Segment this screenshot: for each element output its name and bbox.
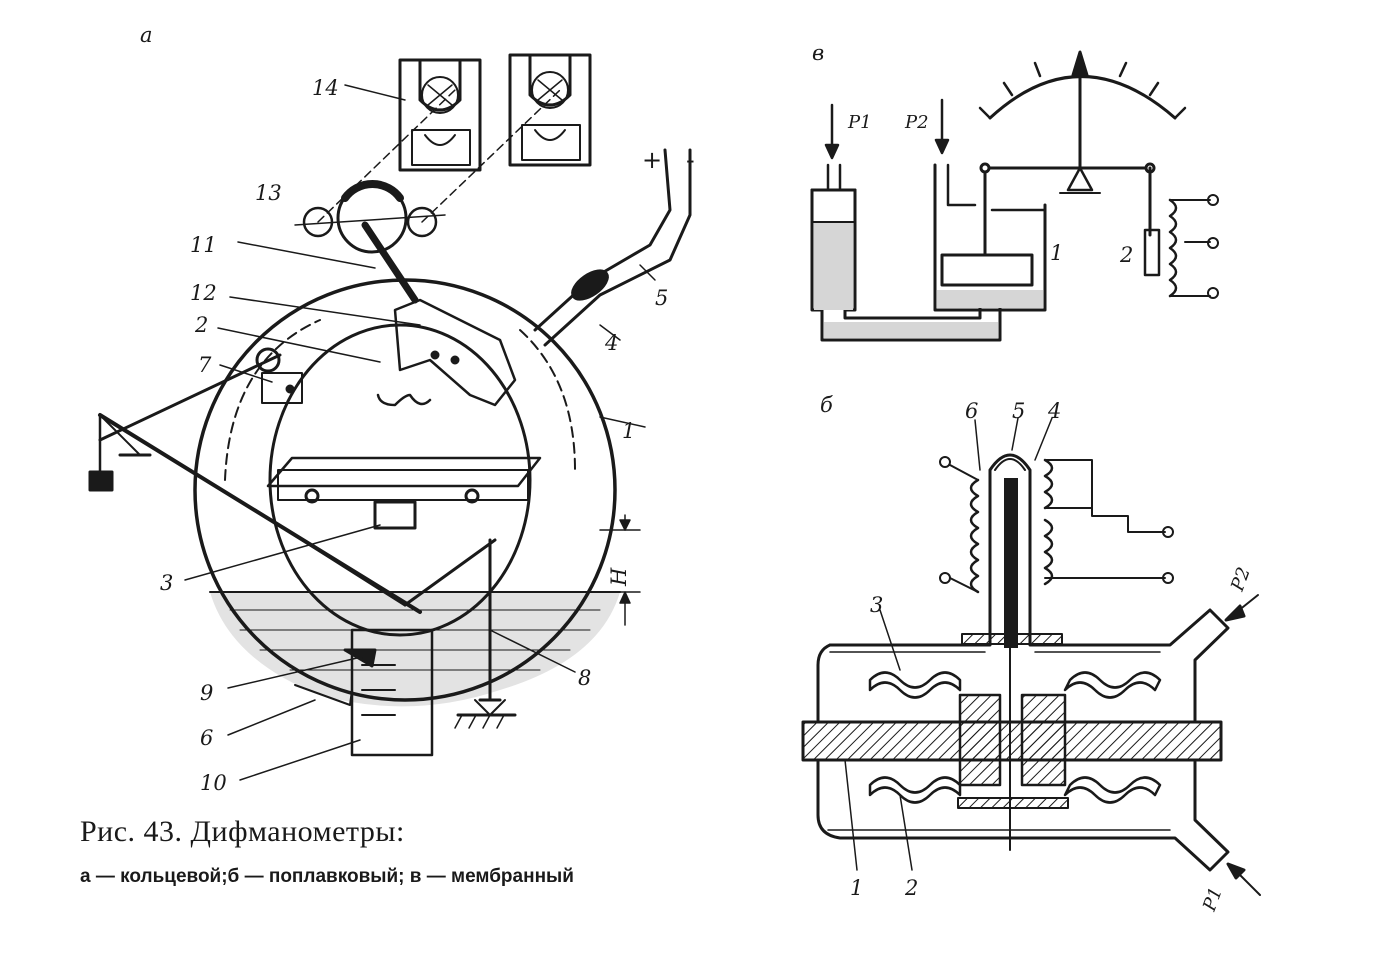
label-v-p2: P2 [1227,565,1255,595]
core-v [1004,478,1018,648]
impulse-tubes: + - [533,146,695,347]
float-1 [940,253,1034,287]
membrane-housing [828,453,1230,722]
vessel-left [810,188,1002,342]
magnet-block-1 [398,58,482,172]
coil-b [1168,198,1178,298]
tube-plus-sign: + [642,146,662,174]
label-v-4: 4 [1047,399,1061,423]
lever-arm [98,413,422,614]
height-dimension [599,514,641,626]
label-a-5: 5 [655,286,668,310]
label-b-p2: P2 [904,112,929,133]
ring-support-block [373,500,417,530]
tube-minus-sign: - [686,146,695,174]
figure-caption-title: Рис. 43. Дифманометры: [80,815,405,848]
label-a-11: 11 [190,233,217,257]
label-v-3: 3 [870,593,883,617]
panel-a-letter: а [140,23,153,47]
panel-a: а [88,23,695,795]
label-b-1: 1 [1050,241,1063,265]
brace-right [403,538,497,607]
label-b-p1: P1 [847,112,872,133]
left-weight [88,470,114,492]
label-b-2: 2 [1119,243,1133,267]
gear-13 [294,180,446,254]
panel-v: б [801,393,1261,915]
label-a-2: 2 [194,313,208,337]
panel-v-letter: б [820,393,833,417]
label-a-3: 3 [160,571,173,595]
label-a-12: 12 [190,281,217,305]
membrane-lower-left [868,776,962,804]
core-b [1143,228,1161,277]
inner-ring [268,323,532,637]
roller-platform [266,456,542,488]
label-height-H: H [607,567,631,587]
label-a-8: 8 [578,666,591,690]
label-v-2: 2 [904,876,918,900]
label-v-5: 5 [1012,399,1025,423]
arc-scale [988,75,1177,120]
label-a-10: 10 [200,771,227,795]
label-v-6: 6 [965,399,978,423]
ring-partition [224,319,321,481]
membrane-upper-left [868,671,962,699]
coil-right-upper-v [1043,458,1054,510]
panel-b-letter: в [812,41,824,65]
link-11 [361,221,419,304]
label-a-7: 7 [198,353,212,377]
label-a-6: 6 [200,726,213,750]
panel-b: в P1 P2 [810,41,1219,342]
label-v-p1: P1 [1199,885,1227,915]
label-v-1: 1 [850,876,863,900]
magnet-block-2 [508,53,592,167]
pivot-7 [255,347,281,373]
vessel-right [933,163,1047,312]
label-a-4: 4 [604,331,618,355]
label-a-14: 14 [312,76,339,100]
left-liquid [814,222,853,310]
label-a-9: 9 [200,681,213,705]
sector-12 [393,298,517,407]
figure-caption-subtitle: а — кольцевой;б — поплавковый; в — мембр… [80,866,574,887]
coil-left-v [969,478,980,594]
label-a-1: 1 [622,419,635,443]
diaphragm-flange [801,720,1223,762]
label-a-13: 13 [255,181,282,205]
